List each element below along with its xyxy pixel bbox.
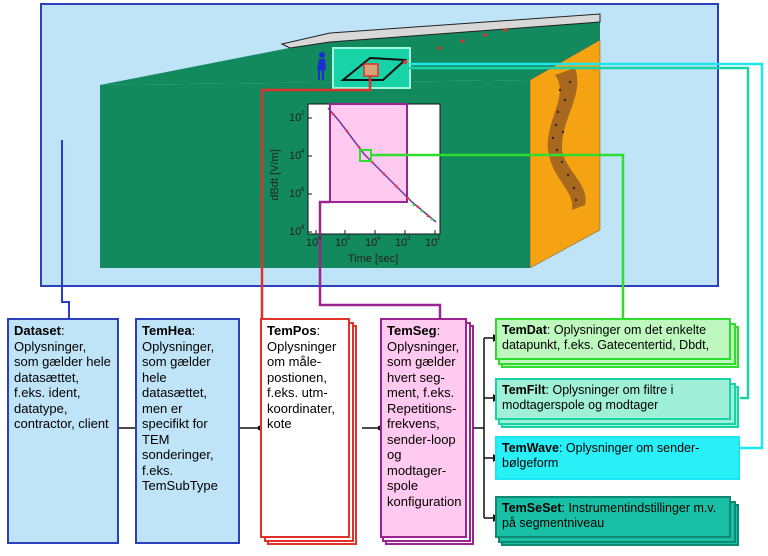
svg-text:-2: -2	[435, 236, 441, 242]
svg-text:10: 10	[335, 237, 347, 249]
temseg-text: : Oplysninger, som gælder hvert seg-ment…	[387, 323, 462, 509]
tempos-title: TemPos	[267, 323, 317, 338]
temseset-title: TemSeSet	[502, 501, 562, 515]
svg-text:-3: -3	[405, 236, 411, 242]
tempos-box: TemPos: Oplysninger om måle-postionen, f…	[260, 318, 350, 538]
svg-text:10: 10	[395, 237, 407, 249]
sediment-dots	[551, 80, 578, 202]
temfilt-text: : Oplysninger om filtre i modtagerspole …	[502, 383, 674, 412]
temseg-title: TemSeg	[387, 323, 437, 338]
temwave-text: : Oplysninger om sender-bølgeform	[502, 441, 700, 470]
y-tick-labels: 10-2 10-4 10-6 10-8	[289, 111, 305, 238]
temhea-text: : Oplysninger, som gælder hele datasætte…	[142, 323, 218, 493]
segment-highlight	[329, 103, 408, 203]
temseg-connector	[318, 200, 442, 318]
temfilt-box: TemFilt: Oplysninger om filtre i modtage…	[495, 378, 731, 420]
sediment-band	[547, 68, 586, 210]
dataset-text: : Oplysninger, som gælder hele datasætte…	[14, 323, 111, 431]
temdat-text: : Oplysninger om det enkelte datapunkt, …	[502, 323, 710, 352]
svg-text:10: 10	[306, 237, 318, 249]
svg-text:-8: -8	[299, 225, 305, 231]
late-gate-points	[412, 203, 434, 221]
temdat-title: TemDat	[502, 323, 547, 337]
x-tick-labels: 10-6 10-5 10-4 10-3 10-2	[306, 236, 441, 249]
svg-text:10: 10	[289, 112, 301, 124]
svg-text:10: 10	[425, 237, 437, 249]
temhea-title: TemHea	[142, 323, 192, 338]
svg-text:10: 10	[289, 150, 301, 162]
svg-text:-4: -4	[375, 236, 381, 242]
svg-text:-2: -2	[299, 111, 305, 117]
temseset-text: : Instrumentindstillinger m.v. på segmen…	[502, 501, 717, 530]
svg-text:-4: -4	[299, 149, 305, 155]
temseg-box: TemSeg: Oplysninger, som gælder hvert se…	[380, 318, 467, 538]
survey-points	[438, 28, 507, 50]
receiver-coil	[363, 63, 379, 77]
road-strip	[280, 13, 601, 49]
temseset-box: TemSeSet: Instrumentindstillinger m.v. p…	[495, 496, 731, 538]
temhea-box: TemHea: Oplysninger, som gælder hele dat…	[135, 318, 240, 544]
dataset-title: Dataset	[14, 323, 61, 338]
person-icon	[317, 52, 326, 80]
tempos-connector	[260, 76, 372, 318]
temdat-connector	[371, 153, 625, 318]
svg-text:-6: -6	[316, 236, 322, 242]
x-axis-label: Time [sec]	[348, 253, 398, 265]
y-axis-label: dBdt [V/m]	[269, 149, 281, 200]
temfilt-connector	[405, 66, 750, 400]
temseg-branch-links	[473, 337, 493, 519]
svg-text:-6: -6	[299, 187, 305, 193]
svg-text:10: 10	[365, 237, 377, 249]
svg-text:10: 10	[289, 226, 301, 238]
temdat-box: TemDat: Oplysninger om det enkelte datap…	[495, 318, 731, 360]
dataset-box: Dataset: Oplysninger, som gælder hele da…	[7, 318, 119, 544]
temwave-box: TemWave: Oplysninger om sender-bølgeform	[495, 436, 740, 480]
svg-text:10: 10	[289, 188, 301, 200]
temfilt-title: TemFilt	[502, 383, 546, 397]
dataset-connector	[61, 140, 70, 318]
temwave-title: TemWave	[502, 441, 559, 455]
svg-text:-5: -5	[345, 236, 351, 242]
temwave-connector	[410, 62, 764, 450]
tempos-text: : Oplysninger om måle-postionen, f.eks. …	[267, 323, 337, 431]
